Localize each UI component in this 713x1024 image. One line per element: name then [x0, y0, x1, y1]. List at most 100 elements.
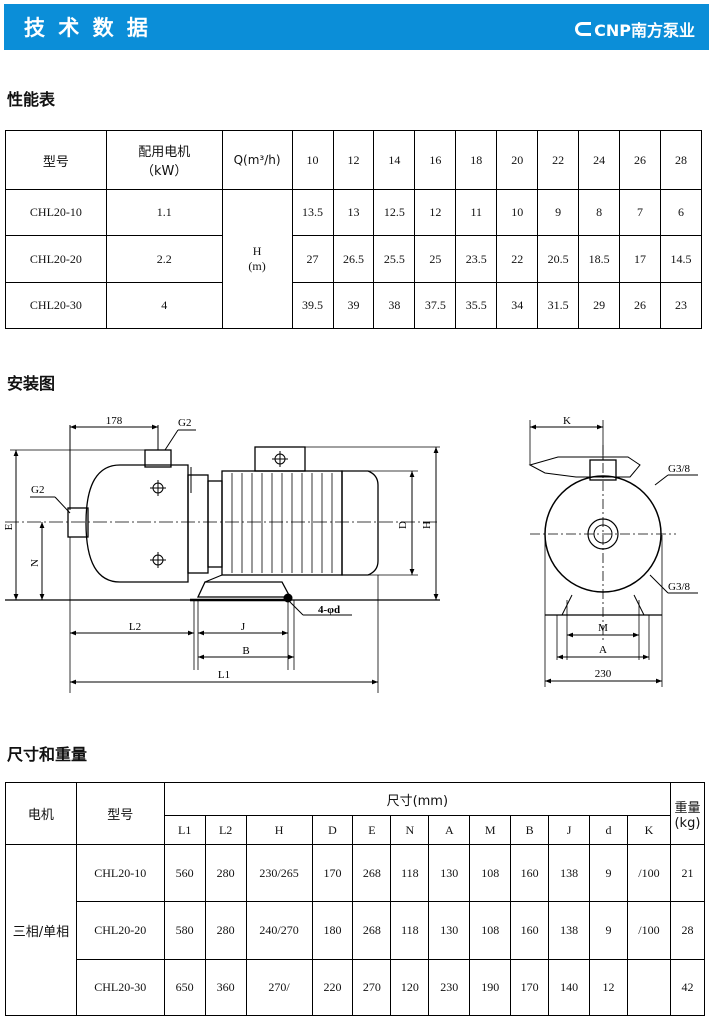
h-value: 7: [619, 189, 661, 236]
dim-value: 240/270: [245, 901, 313, 960]
h-value: 39: [332, 282, 375, 329]
model-cell: CHL20-30: [5, 282, 107, 329]
dim-value: 180: [311, 901, 354, 960]
dim-value: 118: [390, 901, 430, 960]
column-header: L1: [163, 815, 206, 845]
h-value: 34: [496, 282, 539, 329]
q-value: 28: [659, 130, 703, 190]
performance-header-row: 型号 配用电机（kW） Q(m³/h) 10 12 14 16 18 20 22…: [5, 130, 703, 190]
dim-value: 118: [390, 844, 430, 902]
column-header: M: [469, 815, 512, 845]
dim-value: /100: [626, 844, 671, 902]
end-view: K G3/8 G3/8 M A 230: [528, 415, 698, 687]
performance-row: CHL20-20 2.2 27 26.5 25.5 25 23.5 22 20.…: [5, 235, 703, 283]
h-value: 38: [373, 282, 416, 329]
performance-row: CHL20-30 4 39.5 39 38 37.5 35.5 34 31.5 …: [5, 282, 703, 329]
dim-value: 170: [510, 959, 550, 1016]
dimension-row: CHL20-20 580 280 240/270 180 268 118 130…: [6, 901, 706, 960]
g38-bottom-label: G3/8: [668, 581, 691, 593]
q-value: 20: [496, 130, 539, 190]
dim-178-label: 178: [106, 415, 123, 427]
section-title-dimensions: 尺寸和重量: [7, 745, 88, 764]
dim-J-label: J: [241, 621, 246, 633]
dim-K-label: K: [563, 415, 571, 427]
dim-value: 138: [548, 901, 591, 960]
weight-cell: 42: [669, 959, 706, 1016]
g2-left-label: G2: [31, 484, 44, 496]
side-view: 178 G2 G2 E N D H L2 J B: [3, 415, 440, 693]
model-cell: CHL20-20: [75, 901, 165, 960]
dim-value: 230/265: [245, 844, 313, 902]
h-value: 12: [414, 189, 457, 236]
h-value: 13: [332, 189, 375, 236]
dim-value: 360: [204, 959, 247, 1016]
dim-value: 108: [469, 901, 512, 960]
weight-cell: 21: [669, 844, 706, 902]
dim-value: 160: [510, 844, 550, 902]
q-value: 18: [455, 130, 498, 190]
h-value: 25: [414, 235, 457, 283]
h-value: 25.5: [373, 235, 416, 283]
column-header: N: [390, 815, 430, 845]
h-value: 9: [537, 189, 580, 236]
h-value: 31.5: [537, 282, 580, 329]
h-value: 26: [619, 282, 661, 329]
dim-value: 220: [311, 959, 354, 1016]
column-header: E: [352, 815, 392, 845]
dim-value: 108: [469, 844, 512, 902]
weight-cell: 28: [669, 901, 706, 960]
h-value: 20.5: [537, 235, 580, 283]
dim-N-label: N: [29, 559, 41, 567]
g38-top-label: G3/8: [668, 463, 691, 475]
dim-value: [626, 959, 671, 1016]
model-cell: CHL20-30: [75, 959, 165, 1016]
dim-value: 12: [589, 959, 628, 1016]
weight-header: 重量(kg): [669, 782, 706, 845]
kw-cell: 4: [105, 282, 223, 329]
dim-value: 580: [163, 901, 206, 960]
dim-value: 9: [589, 901, 628, 960]
dim-value: 268: [352, 901, 392, 960]
q-value: 24: [578, 130, 621, 190]
model-cell: CHL20-20: [5, 235, 107, 283]
h-value: 17: [619, 235, 661, 283]
column-header: A: [428, 815, 471, 845]
q-header: Q(m³/h): [221, 130, 293, 190]
h-value: 26.5: [332, 235, 375, 283]
brand-logo: CNP南方泵业: [575, 17, 695, 41]
dimension-row: CHL20-30 650 360 270/ 220 270 120 230 19…: [6, 959, 706, 1016]
dim-value: 268: [352, 844, 392, 902]
h-value: 8: [578, 189, 621, 236]
dimension-header-row: 电机 型号 尺寸(mm) 重量(kg): [5, 782, 706, 845]
size-header: 尺寸(mm): [163, 782, 671, 816]
h-value: 37.5: [414, 282, 457, 329]
h-value: 23: [659, 282, 703, 329]
column-header: H: [245, 815, 313, 845]
h-value: 29: [578, 282, 621, 329]
q-value: 14: [373, 130, 416, 190]
dim-value: 280: [204, 844, 247, 902]
h-label-cell: H(m): [221, 189, 293, 329]
dim-value: 9: [589, 844, 628, 902]
model-cell: CHL20-10: [75, 844, 165, 902]
h-value: 14.5: [659, 235, 703, 283]
h-value: 27: [291, 235, 334, 283]
dim-B-label: B: [242, 645, 249, 657]
dimension-row: 三相/单相 CHL20-10 560 280 230/265 170 268 1…: [5, 844, 706, 1016]
h-value: 23.5: [455, 235, 498, 283]
dimension-column-row: L1 L2 H D E N A M B J d K: [6, 815, 705, 845]
h-value: 11: [455, 189, 498, 236]
dim-value: 160: [510, 901, 550, 960]
model-header: 型号: [5, 130, 107, 190]
dim-L2-label: L2: [129, 621, 141, 633]
g2-top-label: G2: [178, 417, 191, 429]
h-value: 18.5: [578, 235, 621, 283]
dim-value: 170: [311, 844, 354, 902]
phase-cell: 三相/单相: [5, 844, 77, 1016]
column-header: D: [311, 815, 354, 845]
motor-header: 电机: [5, 782, 77, 845]
dim-value: 140: [548, 959, 591, 1016]
dim-value: 650: [163, 959, 206, 1016]
brand-name: CNP南方泵业: [594, 21, 695, 40]
dim-value: 190: [469, 959, 512, 1016]
